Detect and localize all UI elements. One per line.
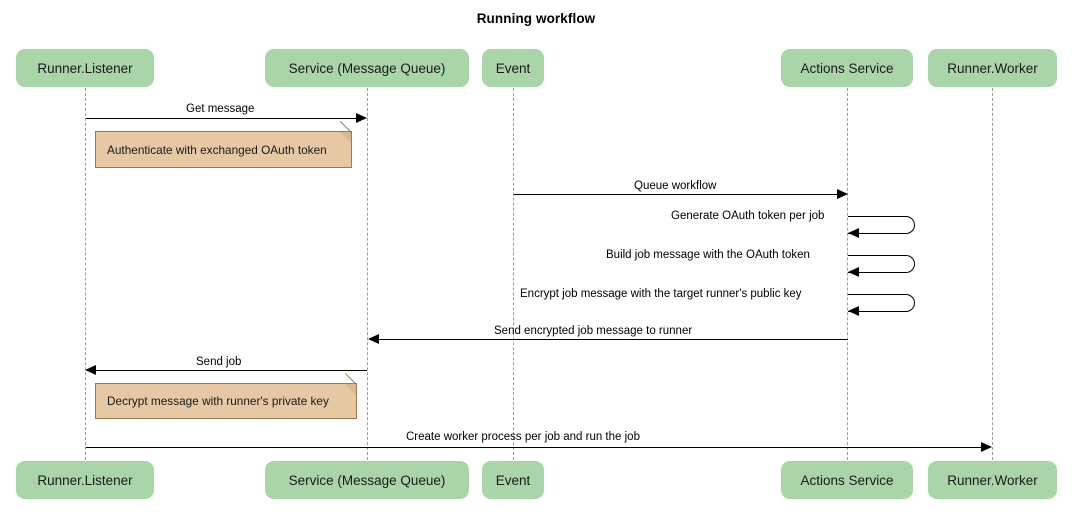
participant-runner-worker-bottom[interactable]: Runner.Worker bbox=[928, 461, 1057, 499]
message-line-queue-workflow bbox=[514, 194, 837, 195]
message-label-queue-workflow: Queue workflow bbox=[634, 180, 717, 192]
participant-label: Runner.Worker bbox=[947, 472, 1038, 488]
lifeline-actions-service bbox=[847, 88, 848, 460]
message-label-build-job-message: Build job message with the OAuth token bbox=[606, 249, 810, 261]
note-decrypt-message-with-runners-private-key: Decrypt message with runner's private ke… bbox=[95, 373, 357, 419]
message-arrowhead-create-worker-process bbox=[981, 442, 992, 452]
message-arrowhead-generate-oauth-token-per-job bbox=[848, 228, 859, 238]
participant-label: Service (Message Queue) bbox=[288, 472, 446, 488]
message-line-send-encrypted-job-message bbox=[379, 339, 848, 340]
message-arrowhead-encrypt-job-message bbox=[848, 306, 859, 316]
lifeline-runner-listener bbox=[85, 88, 86, 460]
participant-runner-listener-top[interactable]: Runner.Listener bbox=[16, 49, 154, 87]
lifeline-runner-worker bbox=[992, 88, 993, 460]
message-arrowhead-send-job bbox=[85, 365, 96, 375]
message-label-create-worker-process: Create worker process per job and run th… bbox=[406, 431, 640, 443]
page-title: Running workflow bbox=[476, 11, 596, 26]
note-fold-icon bbox=[345, 384, 356, 395]
note-authenticate-with-exchanged-oauth-token: Authenticate with exchanged OAuth token bbox=[95, 121, 352, 168]
lifeline-service-message-queue bbox=[367, 88, 368, 460]
participant-label: Runner.Worker bbox=[947, 60, 1038, 76]
note-text: Authenticate with exchanged OAuth token bbox=[107, 142, 327, 157]
participant-label: Service (Message Queue) bbox=[288, 60, 446, 76]
message-line-create-worker-process bbox=[86, 447, 981, 448]
message-arrowhead-build-job-message bbox=[848, 267, 859, 277]
participant-actions-service-bottom[interactable]: Actions Service bbox=[781, 461, 913, 499]
message-arrowhead-queue-workflow bbox=[837, 189, 848, 199]
participant-event-bottom[interactable]: Event bbox=[482, 461, 544, 499]
note-text: Decrypt message with runner's private ke… bbox=[107, 394, 329, 408]
message-arrowhead-send-encrypted-job-message bbox=[368, 334, 379, 344]
participant-label: Event bbox=[495, 60, 531, 76]
participant-label: Actions Service bbox=[800, 472, 894, 488]
participant-service-message-queue-bottom[interactable]: Service (Message Queue) bbox=[265, 461, 469, 499]
participant-label: Actions Service bbox=[800, 60, 894, 76]
message-line-send-job bbox=[96, 370, 367, 371]
message-label-get-message: Get message bbox=[186, 103, 255, 115]
message-label-generate-oauth-token-per-job: Generate OAuth token per job bbox=[671, 210, 825, 222]
participant-actions-service-top[interactable]: Actions Service bbox=[781, 49, 913, 87]
lifeline-event bbox=[513, 88, 514, 460]
participant-label: Event bbox=[495, 472, 531, 488]
message-label-send-job: Send job bbox=[196, 356, 242, 368]
participant-event-top[interactable]: Event bbox=[482, 49, 544, 87]
participant-service-message-queue-top[interactable]: Service (Message Queue) bbox=[265, 49, 469, 87]
message-selfloop-encrypt-job-message bbox=[848, 294, 915, 312]
participant-runner-worker-top[interactable]: Runner.Worker bbox=[928, 49, 1057, 87]
note-fold-edge-icon bbox=[339, 121, 351, 133]
note-fold-edge-icon bbox=[344, 373, 356, 385]
message-selfloop-build-job-message bbox=[848, 255, 915, 273]
note-fold-icon bbox=[340, 132, 351, 143]
message-label-send-encrypted-job-message: Send encrypted job message to runner bbox=[494, 325, 693, 337]
message-label-encrypt-job-message: Encrypt job message with the target runn… bbox=[520, 288, 802, 300]
participant-label: Runner.Listener bbox=[37, 472, 133, 488]
message-arrowhead-get-message bbox=[356, 113, 367, 123]
participant-runner-listener-bottom[interactable]: Runner.Listener bbox=[16, 461, 154, 499]
message-selfloop-generate-oauth-token-per-job bbox=[848, 216, 915, 234]
participant-label: Runner.Listener bbox=[37, 60, 133, 76]
message-line-get-message bbox=[86, 118, 356, 119]
